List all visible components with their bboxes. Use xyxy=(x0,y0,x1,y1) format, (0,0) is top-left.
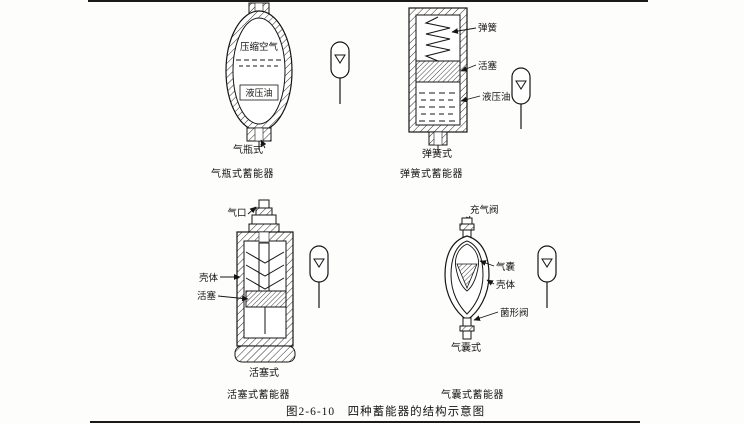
gas-bottle-type-label: 气瓶式 xyxy=(233,143,263,156)
piston-label-leader xyxy=(460,64,477,72)
gas-bottle-shell-inner xyxy=(232,17,286,125)
bladder-funnel xyxy=(456,263,478,290)
spring-label-leader xyxy=(451,27,477,34)
gas-port-leader xyxy=(247,206,257,215)
mushroom-valve-label: 菌形阀 xyxy=(500,307,529,319)
symbol-gas-triangle-icon xyxy=(541,258,553,268)
spring-hydraulic-oil-label: 液压油 xyxy=(482,91,511,103)
spring-bottom-channel xyxy=(433,131,443,146)
symbol-gas-triangle-icon xyxy=(334,54,346,64)
hydraulic-oil-label: 液压油 xyxy=(245,87,272,98)
figure-caption: 图2-6-10 四种蓄能器的结构示意图 xyxy=(286,404,485,418)
bladder-label-leader xyxy=(479,260,495,267)
compressed-air-label: 压缩空气 xyxy=(240,41,279,53)
accumulator-symbol-bladder xyxy=(537,245,557,308)
piston-top-channel xyxy=(258,231,270,243)
hydraulic-oil-label-box xyxy=(239,84,279,101)
symbol-gas-triangle-icon xyxy=(515,80,527,90)
charging-valve-fitting xyxy=(459,217,475,238)
gas-bottle-type-leader xyxy=(260,139,267,149)
piston-label: 活塞 xyxy=(478,60,498,72)
bladder-shell-label: 壳体 xyxy=(496,279,516,291)
accumulator-symbol-spring xyxy=(511,67,531,129)
bladder-bag xyxy=(455,243,479,292)
piston-bottom-cap xyxy=(234,345,296,363)
gas-bottle-title: 气瓶式蓄能器 xyxy=(211,167,274,180)
piston-cup-seals xyxy=(245,251,285,290)
piston-type-label: 活塞式 xyxy=(249,366,279,379)
gas-port-label: 气口 xyxy=(227,207,246,219)
spring-type-label: 弹簧式 xyxy=(422,147,452,160)
bladder-type-label: 气囊式 xyxy=(451,341,481,354)
gas-bottle-accumulator-diagram: 压缩空气 液压油 气瓶式 气瓶式蓄能器 xyxy=(211,2,293,180)
accumulator-symbol-piston xyxy=(309,245,329,308)
oil-label-leader xyxy=(460,95,481,103)
bladder-title: 气囊式蓄能器 xyxy=(441,388,504,401)
accumulator-symbol-gas-bottle xyxy=(330,41,350,104)
piston-body xyxy=(245,290,287,308)
spring-liquid-dashes xyxy=(419,92,457,122)
piston-accumulator-diagram: 气口 壳体 活塞 活塞式 活塞 xyxy=(197,199,296,401)
symbol-gas-triangle-icon xyxy=(313,258,325,268)
bladder-shell-label-leader xyxy=(486,279,495,286)
spring-accumulator-diagram: 弹簧 活塞 液压油 弹簧式 弹簧式蓄能器 xyxy=(400,7,511,180)
scan-edge-top xyxy=(88,0,648,2)
piston-part-label-leader xyxy=(217,295,249,302)
piston-part-label: 活塞 xyxy=(197,290,217,302)
spring-title: 弹簧式蓄能器 xyxy=(400,167,463,180)
mushroom-valve-fitting xyxy=(459,317,475,340)
piston-title: 活塞式蓄能器 xyxy=(227,388,290,401)
piston-top-fitting xyxy=(248,199,280,233)
shell-label: 壳体 xyxy=(199,272,219,284)
gas-bottle-bottom-channel xyxy=(254,127,264,142)
mushroom-valve-label-leader xyxy=(473,311,499,321)
bladder-accumulator-diagram: 充气阀 气囊 壳体 菌形阀 气囊式 气囊式蓄能器 xyxy=(441,204,529,401)
spring-label: 弹簧 xyxy=(478,22,498,34)
spring-piston xyxy=(415,60,461,83)
charging-valve-label: 充气阀 xyxy=(470,204,499,216)
bladder-label: 气囊 xyxy=(496,261,516,273)
scan-edge-bottom xyxy=(90,421,640,423)
spring-coil xyxy=(424,16,451,62)
